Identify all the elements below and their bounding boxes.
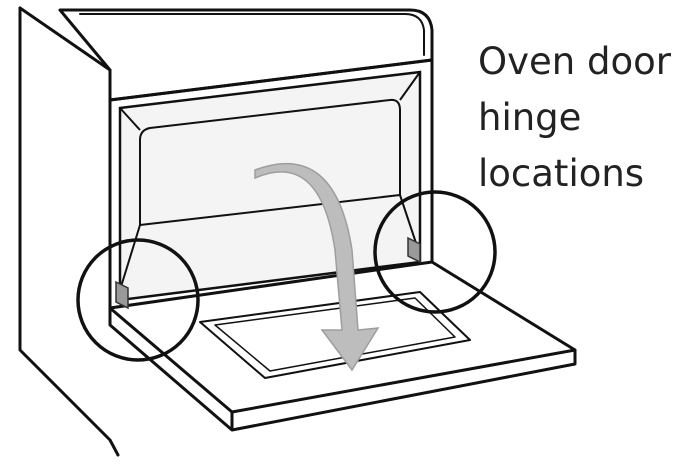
caption-line-3: locations (478, 146, 671, 202)
caption-line-1: Oven door (478, 34, 671, 90)
oven-top-inner (80, 14, 424, 55)
caption-line-2: hinge (478, 90, 671, 146)
oven-body-outline (20, 8, 118, 455)
hinge-caption: Oven door hinge locations (478, 34, 671, 202)
